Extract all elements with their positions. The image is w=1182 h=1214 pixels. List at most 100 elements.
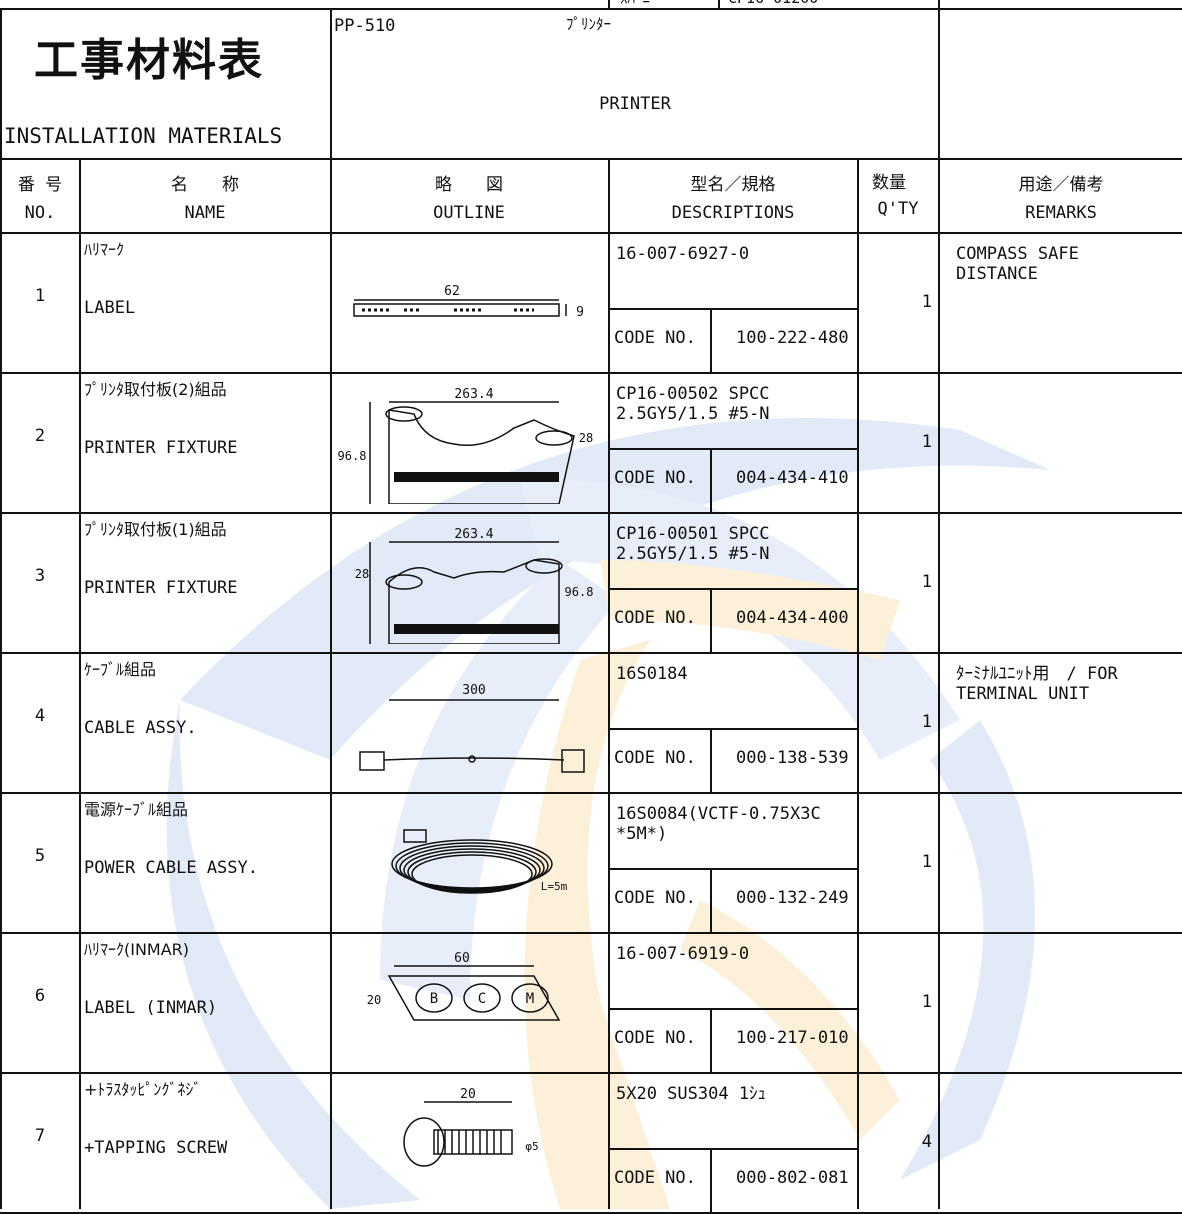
item-description: 16S0084(VCTF-0.75X3C *5M*) xyxy=(616,804,821,844)
outline-drawing-7: 20 φ5 xyxy=(403,1087,539,1167)
item-name-jp: ﾊﾘﾏｰｸ(INMAR) xyxy=(84,940,190,959)
code-number: 000-138-539 xyxy=(736,748,849,768)
row-number: 1 xyxy=(34,286,46,306)
code-divider xyxy=(608,308,858,310)
code-number: 100-217-010 xyxy=(736,1028,849,1048)
row-number: 3 xyxy=(34,566,46,586)
col-no-jp: 番 号 xyxy=(17,175,63,195)
item-name-en: PRINTER FIXTURE xyxy=(84,578,238,598)
code-inner-divider xyxy=(710,1008,712,1072)
code-divider xyxy=(608,1148,858,1150)
col-qty-en: Q'TY xyxy=(877,199,919,219)
row-divider xyxy=(0,652,1182,654)
svg-text:20: 20 xyxy=(460,1087,476,1102)
code-label: CODE NO. xyxy=(614,328,696,348)
item-name-en: POWER CABLE ASSY. xyxy=(84,858,258,878)
col-no-en: NO. xyxy=(24,203,56,223)
svg-text:M: M xyxy=(526,991,534,1007)
row-divider xyxy=(0,372,1182,374)
item-name-jp: 電源ｹｰﾌﾞﾙ組品 xyxy=(84,800,189,819)
col-name-en: NAME xyxy=(184,203,226,223)
code-inner-divider xyxy=(710,588,712,652)
item-quantity: 1 xyxy=(921,992,932,1012)
title-english: INSTALLATION MATERIALS xyxy=(4,124,283,148)
svg-text:263.4: 263.4 xyxy=(454,527,493,542)
model-number: PP-510 xyxy=(334,16,396,36)
code-divider xyxy=(608,448,858,450)
code-number: 004-434-400 xyxy=(736,608,849,628)
item-name-en: PRINTER FIXTURE xyxy=(84,438,238,458)
code-label: CODE NO. xyxy=(614,1028,696,1048)
code-label: CODE NO. xyxy=(614,468,696,488)
outline-drawing-4: 300 xyxy=(359,683,585,773)
col-desc-en: DESCRIPTIONS xyxy=(671,203,795,223)
row-number: 4 xyxy=(34,706,46,726)
outline-drawing-3: 263.4 96.8 28 xyxy=(355,527,594,644)
item-quantity: 1 xyxy=(921,852,932,872)
row-number: 6 xyxy=(34,986,46,1006)
col-remarks-jp: 用途／備考 xyxy=(1018,175,1104,195)
item-name-jp: +ﾄﾗｽﾀｯﾋﾟﾝｸﾞﾈｼﾞ xyxy=(84,1080,202,1099)
col-outline-jp: 略 図 xyxy=(435,175,503,195)
outline-drawing-5: L=5m xyxy=(391,829,568,894)
model-name-en: PRINTER xyxy=(599,94,671,114)
top-partial-right: CP16-01200 xyxy=(728,0,818,8)
item-quantity: 1 xyxy=(921,432,932,452)
item-name-jp: ｹｰﾌﾞﾙ組品 xyxy=(84,660,157,679)
row-divider xyxy=(0,932,1182,934)
code-number: 100-222-480 xyxy=(736,328,849,348)
row-divider xyxy=(0,1072,1182,1074)
svg-text:B: B xyxy=(430,991,438,1007)
svg-text:φ5: φ5 xyxy=(525,1140,538,1153)
row-divider xyxy=(0,792,1182,794)
code-label: CODE NO. xyxy=(614,1168,696,1188)
code-number: 000-802-081 xyxy=(736,1168,849,1188)
svg-text:28: 28 xyxy=(355,567,369,581)
code-label: CODE NO. xyxy=(614,608,696,628)
svg-text:28: 28 xyxy=(579,431,593,445)
svg-text:9: 9 xyxy=(576,305,584,320)
item-quantity: 1 xyxy=(921,292,932,312)
col-remarks-en: REMARKS xyxy=(1025,203,1097,223)
code-divider xyxy=(608,1008,858,1010)
row-divider xyxy=(0,512,1182,514)
item-description: 16S0184 xyxy=(616,664,688,684)
row-number: 2 xyxy=(34,426,46,446)
item-remarks: ﾀｰﾐﾅﾙﾕﾆｯﾄ用 / FOR TERMINAL UNIT xyxy=(956,664,1118,704)
item-description: CP16-00501 SPCC 2.5GY5/1.5 #5-N xyxy=(616,524,770,564)
row-number: 5 xyxy=(34,846,46,866)
code-inner-divider xyxy=(710,728,712,792)
svg-text:L=5m: L=5m xyxy=(541,880,568,893)
code-inner-divider xyxy=(710,868,712,932)
code-inner-divider xyxy=(710,1148,712,1212)
svg-text:96.8: 96.8 xyxy=(338,449,367,463)
code-inner-divider xyxy=(710,308,712,372)
svg-text:20: 20 xyxy=(367,993,381,1007)
item-name-en: LABEL (INMAR) xyxy=(84,998,218,1018)
svg-text:96.8: 96.8 xyxy=(565,585,594,599)
model-name-jp: ﾌﾟﾘﾝﾀｰ xyxy=(566,15,612,33)
code-number: 000-132-249 xyxy=(736,888,849,908)
item-name-jp: ﾌﾟﾘﾝﾀ取付板(1)組品 xyxy=(84,520,227,539)
item-name-en: +TAPPING SCREW xyxy=(84,1138,228,1158)
code-label: CODE NO. xyxy=(614,888,696,908)
col-name-jp: 名 称 xyxy=(171,175,239,195)
top-partial-left: ｽﾊﾟﾆ xyxy=(620,0,650,8)
item-name-en: CABLE ASSY. xyxy=(84,718,197,738)
item-remarks: COMPASS SAFE DISTANCE xyxy=(956,244,1079,284)
item-description: 16-007-6927-0 xyxy=(616,244,750,264)
item-description: 16-007-6919-0 xyxy=(616,944,750,964)
svg-text:300: 300 xyxy=(462,683,485,698)
code-divider xyxy=(608,728,858,730)
code-number: 004-434-410 xyxy=(736,468,849,488)
item-quantity: 1 xyxy=(921,572,932,592)
col-desc-jp: 型名／規格 xyxy=(690,175,776,195)
code-label: CODE NO. xyxy=(614,748,696,768)
item-description: 5X20 SUS304 1ｼｭ xyxy=(616,1084,767,1104)
svg-text:62: 62 xyxy=(444,284,460,299)
col-outline-en: OUTLINE xyxy=(433,203,505,223)
item-name-jp: ﾊﾘﾏｰｸ xyxy=(84,240,125,259)
col-qty-jp: 数量 xyxy=(872,173,906,193)
item-name-jp: ﾌﾟﾘﾝﾀ取付板(2)組品 xyxy=(84,380,227,399)
